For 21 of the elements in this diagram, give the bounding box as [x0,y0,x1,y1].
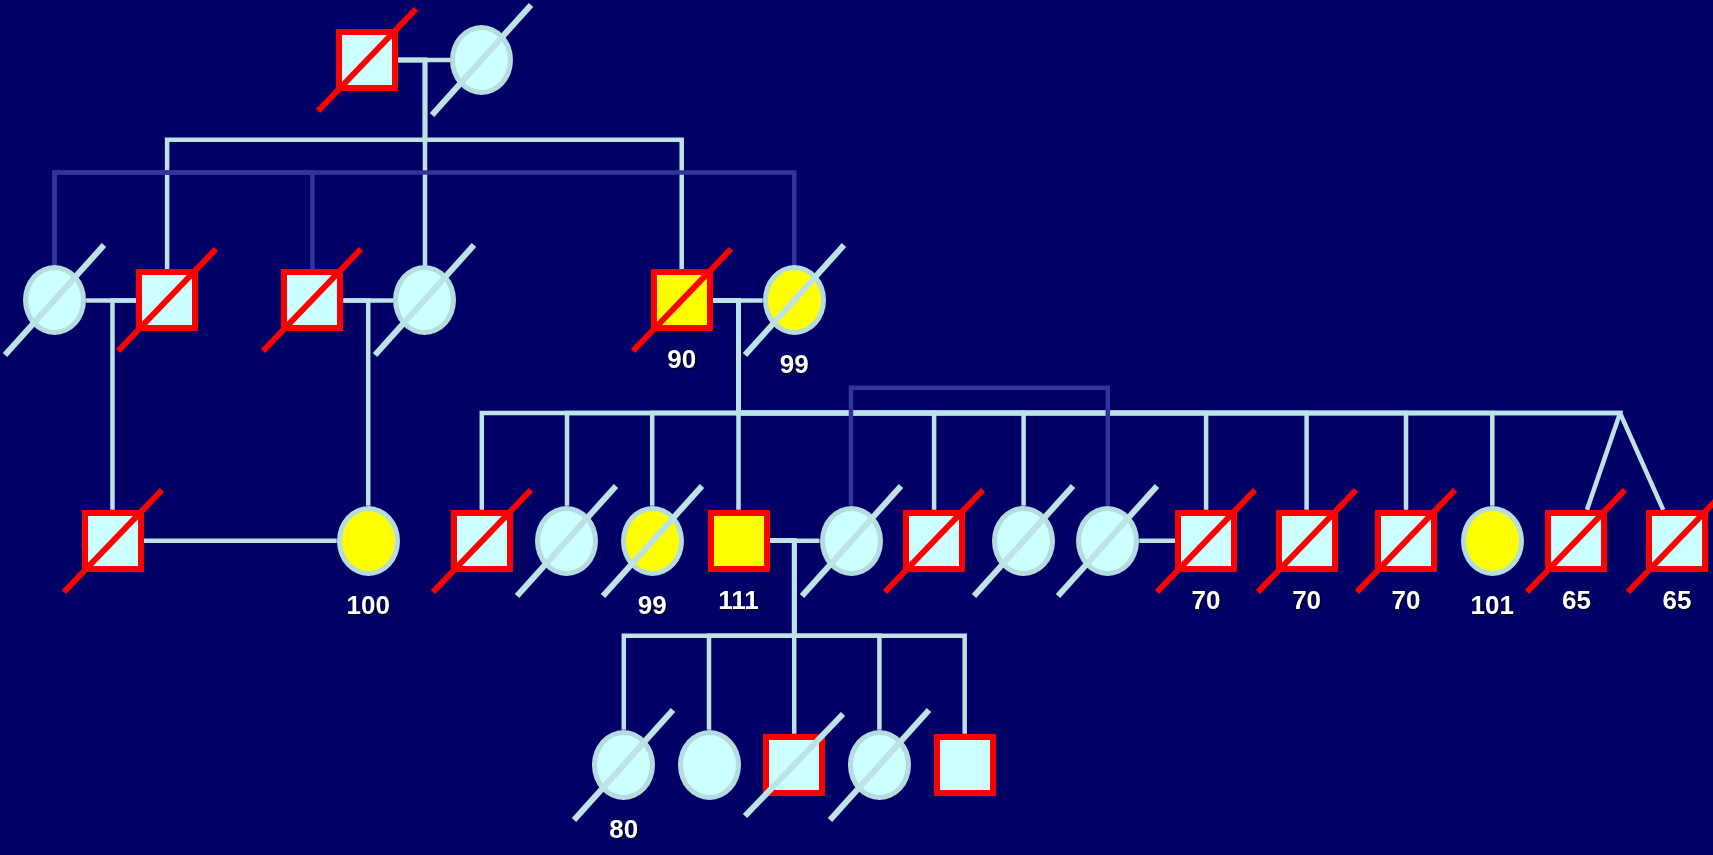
age-label: 80 [609,814,639,843]
age-label: 65 [1662,585,1692,614]
pedigree-line [1139,538,1176,544]
male-square [933,733,996,796]
age-label: 90 [667,345,697,374]
pedigree-line [769,538,967,734]
age-label: 99 [637,590,667,619]
pedigree-line [398,57,684,270]
pedigree-line [143,538,337,544]
age-label: 70 [1391,585,1421,614]
age-label: 100 [346,590,390,619]
age-label: 111 [718,585,759,614]
pedigree-line [848,385,1111,506]
pedigree-line [343,298,371,506]
pedigree-line [110,298,137,510]
age-label: 70 [1191,585,1221,614]
age-label: 101 [1470,590,1514,619]
age-label: 65 [1562,585,1591,614]
age-label: 99 [779,350,809,379]
age-label: 70 [1292,585,1322,614]
pedigree-line [52,170,797,266]
